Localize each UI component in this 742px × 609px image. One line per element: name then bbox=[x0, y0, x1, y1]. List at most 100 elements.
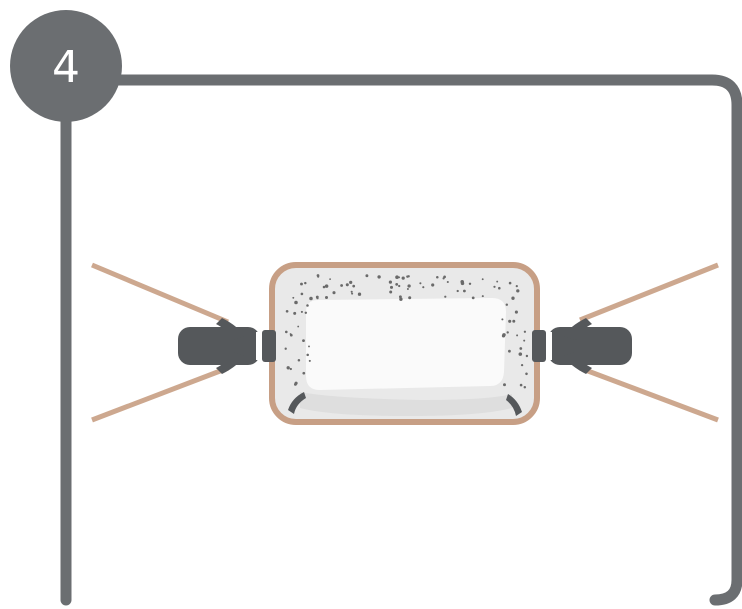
granule-speck bbox=[285, 309, 289, 313]
granule-speck bbox=[446, 280, 449, 284]
granule-speck bbox=[309, 296, 313, 301]
granule-speck bbox=[292, 296, 295, 299]
granule-specks bbox=[284, 274, 529, 389]
granule-speck bbox=[399, 297, 403, 301]
granule-speck bbox=[516, 289, 520, 293]
granule-speck bbox=[325, 296, 328, 299]
granule-speck bbox=[519, 347, 523, 350]
granule-speck bbox=[481, 278, 484, 281]
granule-speck bbox=[505, 303, 509, 306]
granule-speck bbox=[302, 371, 306, 375]
granule-speck bbox=[306, 353, 309, 357]
granule-speck bbox=[351, 292, 354, 295]
step-number: 4 bbox=[52, 42, 80, 93]
granule-speck bbox=[502, 333, 506, 337]
granule-speck bbox=[297, 358, 301, 362]
granule-speck bbox=[340, 284, 343, 287]
granule-speck bbox=[514, 310, 518, 314]
granule-speck bbox=[408, 296, 412, 300]
granule-speck bbox=[511, 296, 515, 300]
clamp-icon bbox=[178, 318, 306, 414]
granule-speck bbox=[322, 285, 326, 289]
inner-pad bbox=[306, 298, 506, 390]
granule-speck bbox=[520, 363, 524, 367]
granule-speck bbox=[512, 319, 516, 323]
granule-speck bbox=[302, 339, 305, 342]
granule-speck bbox=[471, 296, 475, 300]
granule-speck bbox=[395, 275, 399, 279]
granule-speck bbox=[350, 290, 353, 293]
granule-speck bbox=[300, 310, 303, 313]
granule-speck bbox=[431, 283, 435, 287]
granule-speck bbox=[352, 284, 356, 288]
granule-speck bbox=[289, 333, 292, 335]
granule-speck bbox=[406, 288, 409, 290]
granule-speck bbox=[300, 282, 303, 286]
granule-speck bbox=[481, 295, 484, 298]
granule-speck bbox=[293, 382, 297, 386]
granule-speck bbox=[286, 366, 290, 370]
granule-speck bbox=[306, 304, 309, 307]
granule-speck bbox=[300, 292, 304, 296]
granule-speck bbox=[436, 275, 439, 279]
granule-speck bbox=[493, 285, 496, 288]
granule-speck bbox=[523, 339, 526, 342]
granule-speck bbox=[304, 281, 307, 285]
granule-speck bbox=[523, 385, 527, 389]
granule-speck bbox=[444, 295, 447, 298]
granule-speck bbox=[496, 280, 499, 283]
granule-speck bbox=[317, 275, 320, 278]
granule-speck bbox=[508, 319, 512, 323]
granule-speck bbox=[501, 318, 504, 321]
granule-speck bbox=[460, 281, 465, 286]
granule-speck bbox=[523, 330, 527, 333]
granule-speck bbox=[525, 372, 528, 376]
granule-speck bbox=[297, 325, 300, 328]
granule-speck bbox=[518, 352, 523, 356]
granule-speck bbox=[289, 367, 292, 371]
granule-speck bbox=[407, 284, 411, 288]
granule-speck bbox=[304, 311, 308, 315]
granule-speck bbox=[329, 278, 331, 280]
granule-speck bbox=[508, 281, 512, 285]
granule-speck bbox=[516, 334, 519, 337]
granule-speck bbox=[519, 383, 523, 387]
bag bbox=[269, 262, 540, 425]
granule-speck bbox=[294, 300, 298, 305]
granule-speck bbox=[293, 311, 297, 315]
granule-speck bbox=[525, 354, 529, 358]
granule-speck bbox=[503, 383, 506, 387]
granule-speck bbox=[332, 291, 336, 295]
granule-speck bbox=[324, 284, 329, 288]
granule-speck bbox=[389, 285, 394, 289]
step-badge: 4 bbox=[10, 10, 122, 122]
granule-speck bbox=[468, 282, 472, 286]
granule-speck bbox=[308, 345, 310, 348]
granule-speck bbox=[406, 275, 409, 278]
granule-speck bbox=[456, 289, 459, 293]
granule-speck bbox=[284, 347, 287, 350]
granule-speck bbox=[506, 331, 509, 334]
granule-speck bbox=[284, 330, 288, 334]
granule-speck bbox=[316, 297, 319, 300]
left-tension-lines bbox=[91, 262, 229, 423]
granule-speck bbox=[377, 275, 381, 279]
granule-speck bbox=[345, 283, 349, 287]
granule-speck bbox=[365, 274, 369, 278]
granule-speck bbox=[349, 280, 353, 285]
granule-speck bbox=[398, 284, 401, 288]
granule-speck bbox=[498, 286, 501, 290]
bag-bottom-shadow bbox=[300, 392, 512, 416]
granule-speck bbox=[308, 359, 311, 362]
granule-speck bbox=[357, 292, 362, 296]
granule-speck bbox=[401, 276, 405, 280]
clamp-icon bbox=[506, 318, 632, 416]
granule-speck bbox=[463, 289, 466, 293]
granule-speck bbox=[389, 290, 393, 294]
right-tension-lines bbox=[579, 262, 719, 423]
granule-speck bbox=[507, 349, 511, 353]
granule-speck bbox=[419, 282, 422, 285]
granule-speck bbox=[395, 283, 399, 286]
granule-speck bbox=[442, 277, 445, 280]
